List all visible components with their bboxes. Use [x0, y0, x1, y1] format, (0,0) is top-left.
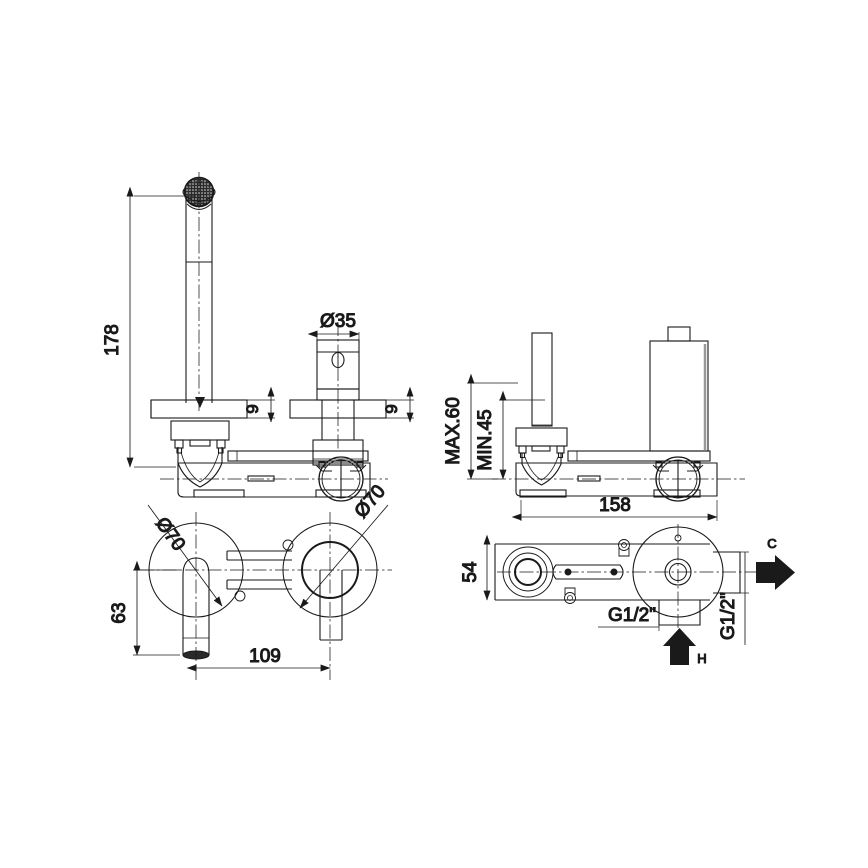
handle-lever-plan [319, 570, 343, 641]
cartridge-cover-side [649, 326, 709, 452]
dimension-9-left: 9 [242, 386, 275, 423]
leader-d70-left: Ø70 [147, 504, 223, 607]
dimension-label-54: 54 [460, 561, 481, 583]
body-bar-plan [226, 539, 294, 602]
bottom-view: Ø70 Ø70 63 109 [108, 481, 392, 680]
centerlines-bottom [140, 512, 392, 680]
callout-g12-hot: G1/2" [598, 604, 660, 631]
dimension-min45: MIN.45 [474, 390, 545, 480]
dimension-109: 109 [186, 645, 331, 672]
dimension-label-9-left: 9 [243, 404, 262, 413]
cold-inlet-stub [713, 551, 741, 594]
body-link-plan [552, 539, 630, 604]
mixer-body-side [515, 450, 718, 502]
callout-g12-cold: G1/2" [717, 551, 749, 645]
dimension-158: 158 [511, 494, 718, 521]
flow-marker-cold: C [756, 535, 795, 590]
dimension-label-d35: Ø35 [320, 311, 356, 332]
dimension-label-d70-right: Ø70 [351, 481, 390, 522]
flow-label-hot: H [697, 651, 706, 666]
dimension-label-158: 158 [599, 495, 631, 516]
hot-inlet-stub [658, 600, 701, 626]
dimension-63: 63 [108, 560, 180, 656]
dimension-54: 54 [459, 534, 491, 601]
dimension-label-d70-left: Ø70 [151, 514, 189, 555]
centerlines-front [160, 172, 388, 480]
centerlines-top [497, 524, 760, 646]
spout-base-block [170, 397, 230, 488]
dimension-label-109: 109 [249, 646, 281, 667]
dimension-9-right: 9 [381, 386, 414, 423]
top-view: 54 G1/2" G1/2" C [459, 524, 795, 667]
dimension-label-g12-cold: G1/2" [718, 592, 739, 640]
dimension-label-g12-hot: G1/2" [608, 605, 656, 626]
flow-label-cold: C [767, 536, 776, 551]
dimension-max60: MAX.60 [442, 373, 518, 480]
dimension-178: 178 [101, 186, 196, 468]
flow-marker-hot: H [663, 628, 707, 667]
spout-base-side [515, 427, 568, 486]
front-elevation-view: 178 Ø35 9 9 [101, 172, 414, 502]
spout-side [531, 332, 553, 427]
dimension-label-9-right: 9 [382, 404, 401, 413]
dimension-label-178: 178 [102, 324, 123, 356]
dimension-label-min45: MIN.45 [475, 409, 496, 470]
dimension-label-max60: MAX.60 [443, 397, 464, 465]
side-elevation-view: MAX.60 MIN.45 158 [442, 326, 745, 521]
dimension-label-63: 63 [109, 602, 130, 623]
dimension-d35: Ø35 [307, 310, 360, 342]
body-plan-outline [494, 543, 710, 601]
